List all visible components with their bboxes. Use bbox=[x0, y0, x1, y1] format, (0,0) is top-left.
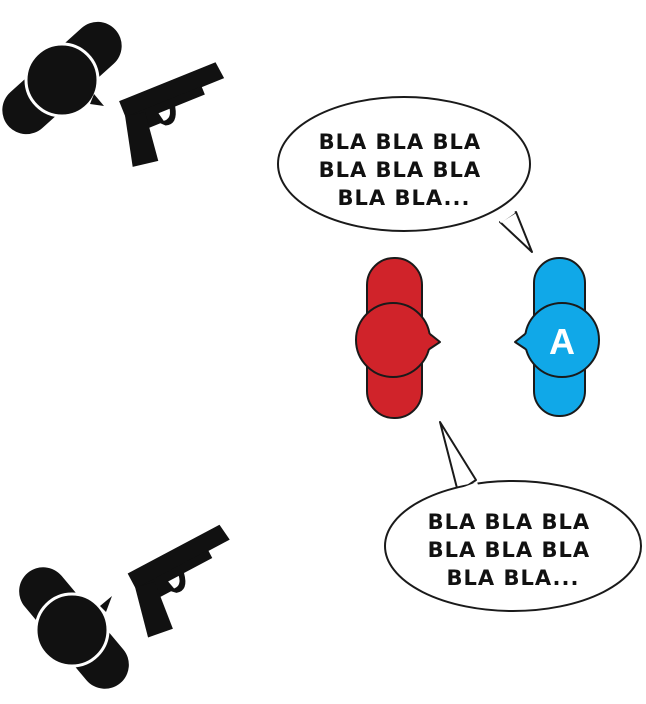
top-bubble-line-3: BLA BLA... bbox=[338, 186, 471, 210]
bottom-gunman-body bbox=[9, 557, 138, 698]
bottom-bubble-text: BLA BLA BLA BLA BLA BLA BLA BLA... bbox=[428, 510, 599, 590]
bottom-pistol-icon bbox=[117, 524, 254, 641]
top-bubble-line-1: BLA BLA BLA bbox=[319, 130, 482, 154]
red-figure bbox=[356, 258, 440, 418]
top-gunman bbox=[0, 12, 244, 171]
blue-figure-letter: A bbox=[549, 321, 575, 362]
bottom-bubble-line-3: BLA BLA... bbox=[447, 566, 580, 590]
top-bubble-text: BLA BLA BLA BLA BLA BLA BLA BLA... bbox=[319, 130, 490, 210]
top-gunman-body bbox=[0, 12, 132, 144]
top-bubble-line-2: BLA BLA BLA bbox=[319, 158, 482, 182]
top-speech-bubble: BLA BLA BLA BLA BLA BLA BLA BLA... bbox=[278, 97, 532, 252]
bottom-bubble-line-2: BLA BLA BLA bbox=[428, 538, 591, 562]
top-pistol-icon bbox=[108, 61, 244, 170]
bottom-gunman bbox=[9, 524, 254, 699]
bottom-bubble-line-1: BLA BLA BLA bbox=[428, 510, 591, 534]
blue-figure: A bbox=[515, 258, 599, 416]
bottom-speech-bubble: BLA BLA BLA BLA BLA BLA BLA BLA... bbox=[385, 422, 641, 611]
